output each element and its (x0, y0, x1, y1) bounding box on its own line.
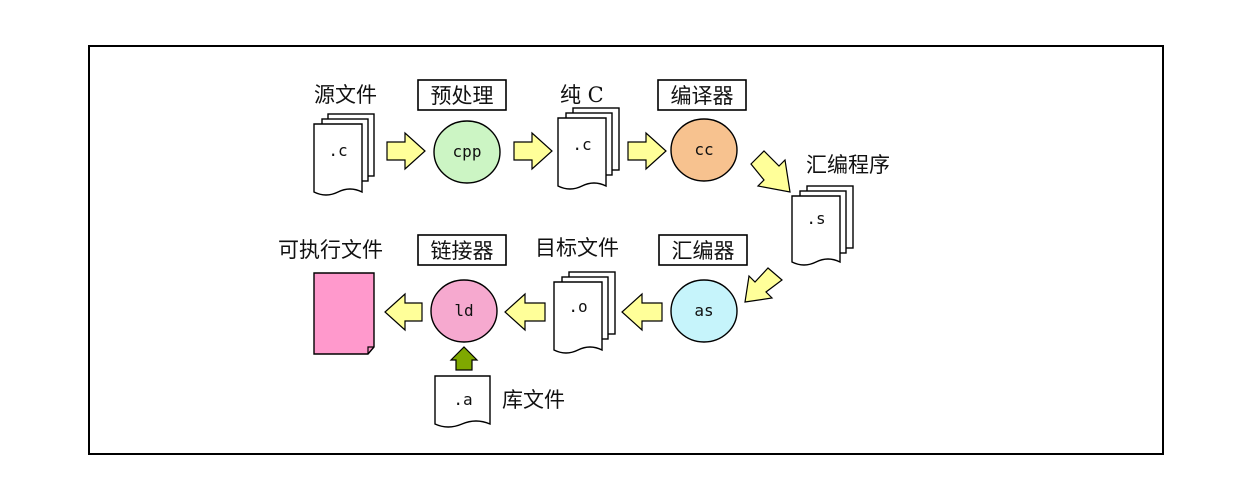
arrow-cpp-to-purec (513, 131, 553, 171)
diagram-frame (88, 45, 1164, 455)
arrow-as-to-object (621, 292, 663, 332)
asm-program-ext: .s (806, 209, 825, 228)
preprocess-title-box: 预处理 (417, 79, 507, 111)
cc-node-label: cc (694, 140, 713, 159)
linker-title: 链接器 (431, 239, 494, 263)
source-file-doc: .c (313, 113, 375, 196)
ld-node-label: ld (454, 301, 473, 320)
object-file-doc: .o (553, 271, 616, 354)
asm-program-doc: .s (791, 185, 854, 266)
compiler-title: 编译器 (671, 84, 734, 108)
library-file-doc: .a (434, 375, 491, 428)
executable-file-doc (313, 272, 375, 355)
pure-c-doc: .c (557, 107, 620, 190)
library-file-label: 库文件 (502, 388, 565, 412)
linker-title-box: 链接器 (417, 234, 507, 266)
executable-label: 可执行文件 (278, 238, 383, 262)
arrow-source-to-cpp (386, 131, 426, 171)
arrow-object-to-ld (504, 292, 546, 332)
as-node-label: as (694, 301, 713, 320)
object-file-label: 目标文件 (535, 236, 619, 260)
asm-program-label: 汇编程序 (806, 153, 890, 177)
ld-node: ld (430, 279, 498, 343)
pure-c-label: 纯 C (560, 83, 604, 107)
cpp-node: cpp (433, 120, 501, 184)
source-file-label: 源文件 (314, 83, 377, 107)
pure-c-ext: .c (572, 135, 591, 154)
arrow-asm-to-as (744, 267, 783, 303)
compiler-title-box: 编译器 (657, 79, 747, 111)
arrow-ld-to-executable (384, 292, 423, 332)
object-file-ext: .o (568, 297, 587, 316)
arrow-purec-to-cc (627, 131, 667, 171)
library-file-ext: .a (453, 390, 472, 409)
assembler-title-box: 汇编器 (658, 234, 748, 266)
source-file-ext: .c (328, 141, 347, 160)
cc-node: cc (670, 118, 738, 182)
arrow-cc-to-asm (750, 150, 791, 193)
as-node: as (670, 279, 738, 343)
assembler-title: 汇编器 (672, 239, 735, 263)
arrow-library-to-ld (449, 346, 479, 371)
cpp-node-label: cpp (453, 142, 482, 161)
preprocess-title: 预处理 (431, 84, 494, 108)
